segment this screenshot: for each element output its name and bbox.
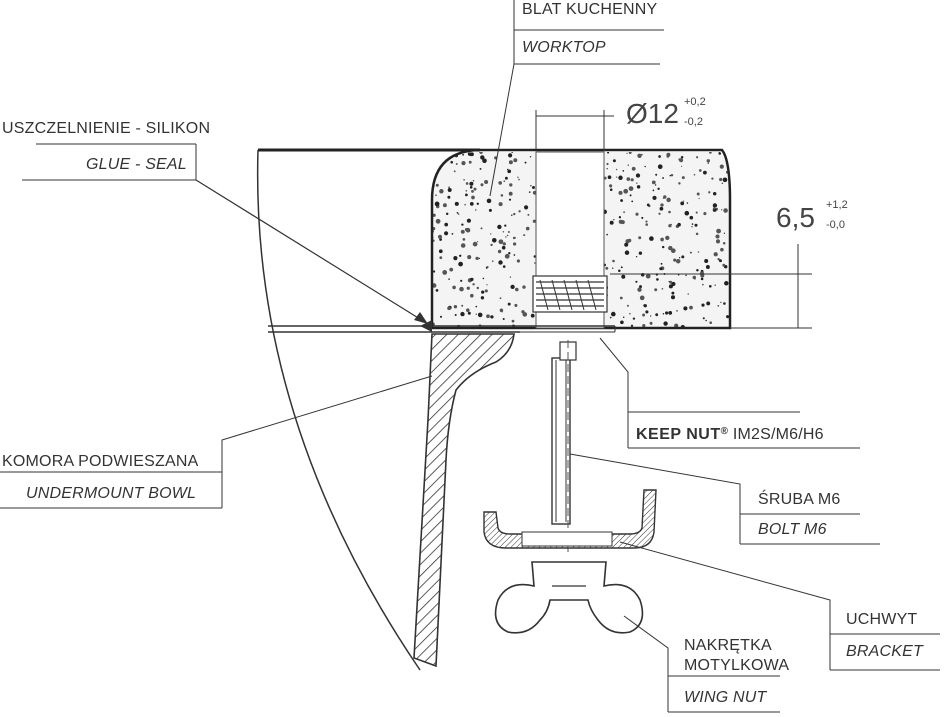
label-wingnut-pl-2: MOTYLKOWA [684,657,790,674]
leader-bracket [619,541,940,635]
silicone-seal [420,320,432,332]
dim-hole-diameter: Ø12 [626,98,679,129]
label-bolt-pl: ŚRUBA M6 [758,491,841,508]
bowl-flange [413,333,515,668]
keep-nut-thread [536,279,604,311]
label-bracket-pl: UCHWYT [846,611,918,628]
label-worktop-pl: BLAT KUCHENNY [522,1,658,18]
label-bowl-pl: KOMORA PODWIESZANA [2,453,199,470]
leader-wingnut [623,615,780,677]
leader-bowl [0,375,433,473]
label-bowl-en: UNDERMOUNT BOWL [26,485,197,502]
keepnut-model: IM2S/M6/H6 [728,426,824,443]
label-bolt-en: BOLT M6 [758,521,827,538]
keepnut-reg: ® [720,426,729,437]
label-seal-en: GLUE - SEAL [86,156,187,173]
leader-keepnut [599,337,800,413]
label-worktop-en: WORKTOP [522,39,606,56]
dim-depth-tol-minus: -0,0 [826,219,845,231]
wing-nut [494,561,644,634]
label-seal-pl: USZCZELNIENIE - SILIKON [2,120,211,137]
bowl-outer-arc [256,149,421,671]
dim-depth: 6,5 [776,202,815,233]
keepnut-brand: KEEP NUT [636,426,721,443]
worktop-speckles [432,152,730,328]
label-keepnut: KEEP NUT® IM2S/M6/H6 [636,427,824,443]
dim-hole-tol-plus: +0,2 [684,96,706,108]
dim-depth-tol-plus: +1,2 [826,199,848,211]
label-wingnut-pl-1: NAKRĘTKA [684,637,772,654]
bolt-shank [551,357,571,525]
label-wingnut-en: WING NUT [684,689,767,706]
dim-hole-tol-minus: -0,2 [684,116,703,128]
label-bracket-en: BRACKET [846,643,923,660]
